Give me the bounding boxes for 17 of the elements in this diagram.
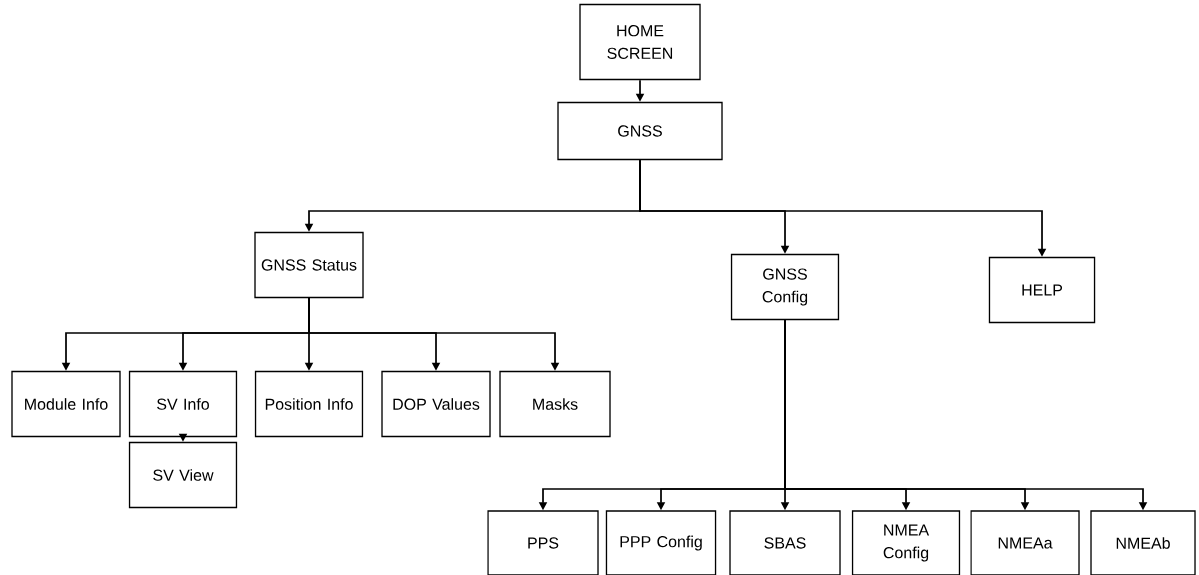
- menu-box: SV Info: [128, 370, 238, 438]
- menu-box: GNSS Status: [254, 231, 364, 299]
- menu-box: GNSS Config: [730, 253, 840, 321]
- menu-box: Module Info: [11, 370, 121, 438]
- menu-box: PPS: [487, 510, 599, 575]
- menu-box: PPP Config: [605, 510, 717, 575]
- menu-box: SV View: [128, 441, 238, 509]
- menu-box: DOP Values: [381, 370, 491, 438]
- menu-box: Masks: [499, 370, 611, 438]
- menu-box: NMEAa: [970, 510, 1080, 575]
- menu-box: Position Info: [254, 370, 364, 438]
- menu-box: HELP: [988, 256, 1096, 324]
- menu-box: SBAS: [729, 510, 841, 575]
- menu-box: NMEAb: [1090, 510, 1196, 575]
- menu-box: GNSS: [557, 101, 723, 161]
- menu-box: NMEA Config: [851, 510, 961, 575]
- menu-box: HOME SCREEN: [579, 3, 701, 81]
